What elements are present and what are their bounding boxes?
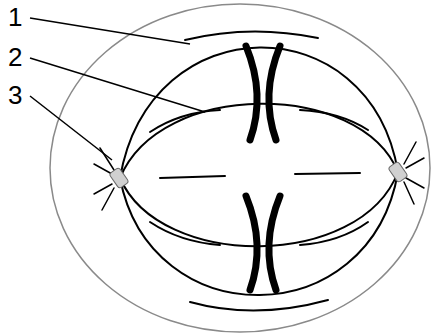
cell-membrane	[50, 4, 430, 332]
astral-rays	[94, 142, 424, 210]
callout-number: 2	[8, 43, 22, 71]
callout-number: 3	[8, 81, 22, 109]
callout-number: 1	[8, 3, 22, 31]
chromosome	[246, 196, 280, 290]
centriole	[388, 161, 408, 183]
leader-lines	[30, 18, 205, 160]
chromosome	[246, 46, 280, 140]
spindle-fibers	[120, 31, 398, 310]
centriole	[109, 167, 129, 189]
